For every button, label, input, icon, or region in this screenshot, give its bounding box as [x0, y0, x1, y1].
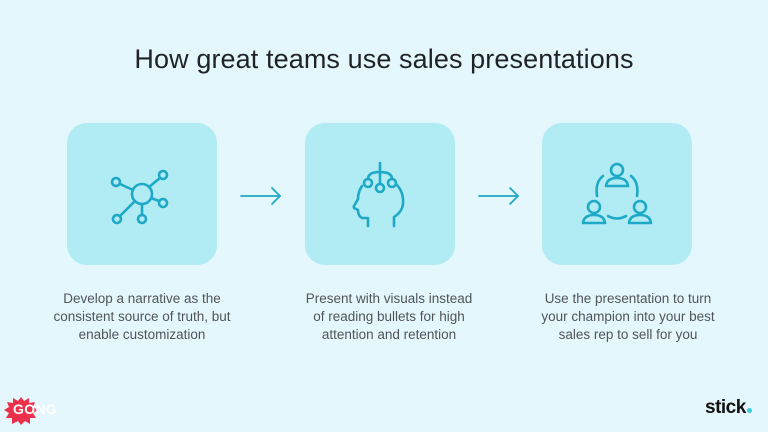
step-caption-3: Use the presentation to turn your champi…: [523, 290, 733, 344]
gong-wordmark: GONG: [13, 401, 57, 417]
stick-wordmark: stick: [705, 397, 746, 418]
gong-logo: GONG: [4, 396, 64, 426]
logo-dot-icon: [746, 408, 752, 413]
caption-line: your champion into your best: [541, 309, 715, 324]
right-arrow-icon: [240, 187, 281, 205]
network-hub-icon: [110, 169, 169, 225]
step-caption-2: Present with visuals instead of reading …: [284, 290, 494, 344]
step-caption-1: Develop a narrative as the consistent so…: [37, 290, 247, 344]
caption-line: consistent source of truth, but: [53, 309, 231, 324]
caption-line: Develop a narrative as the: [63, 291, 221, 306]
starburst-icon: [4, 397, 38, 425]
caption-line: sales rep to sell for you: [558, 327, 698, 342]
right-arrow-icon: [478, 187, 519, 205]
stick-logo: stick: [705, 397, 752, 419]
slide-title: How great teams use sales presentations: [134, 44, 634, 74]
caption-line: enable customization: [78, 327, 206, 342]
team-circle-icon: [581, 162, 653, 225]
caption-line: Use the presentation to turn: [544, 291, 712, 306]
caption-line: attention and retention: [321, 327, 457, 342]
head-circuit-icon: [352, 161, 405, 228]
step-card-2: [305, 123, 455, 265]
step-card-3: [542, 123, 692, 265]
caption-line: of reading bullets for high: [313, 309, 465, 324]
caption-line: Present with visuals instead: [305, 291, 473, 306]
step-card-1: [67, 123, 217, 265]
